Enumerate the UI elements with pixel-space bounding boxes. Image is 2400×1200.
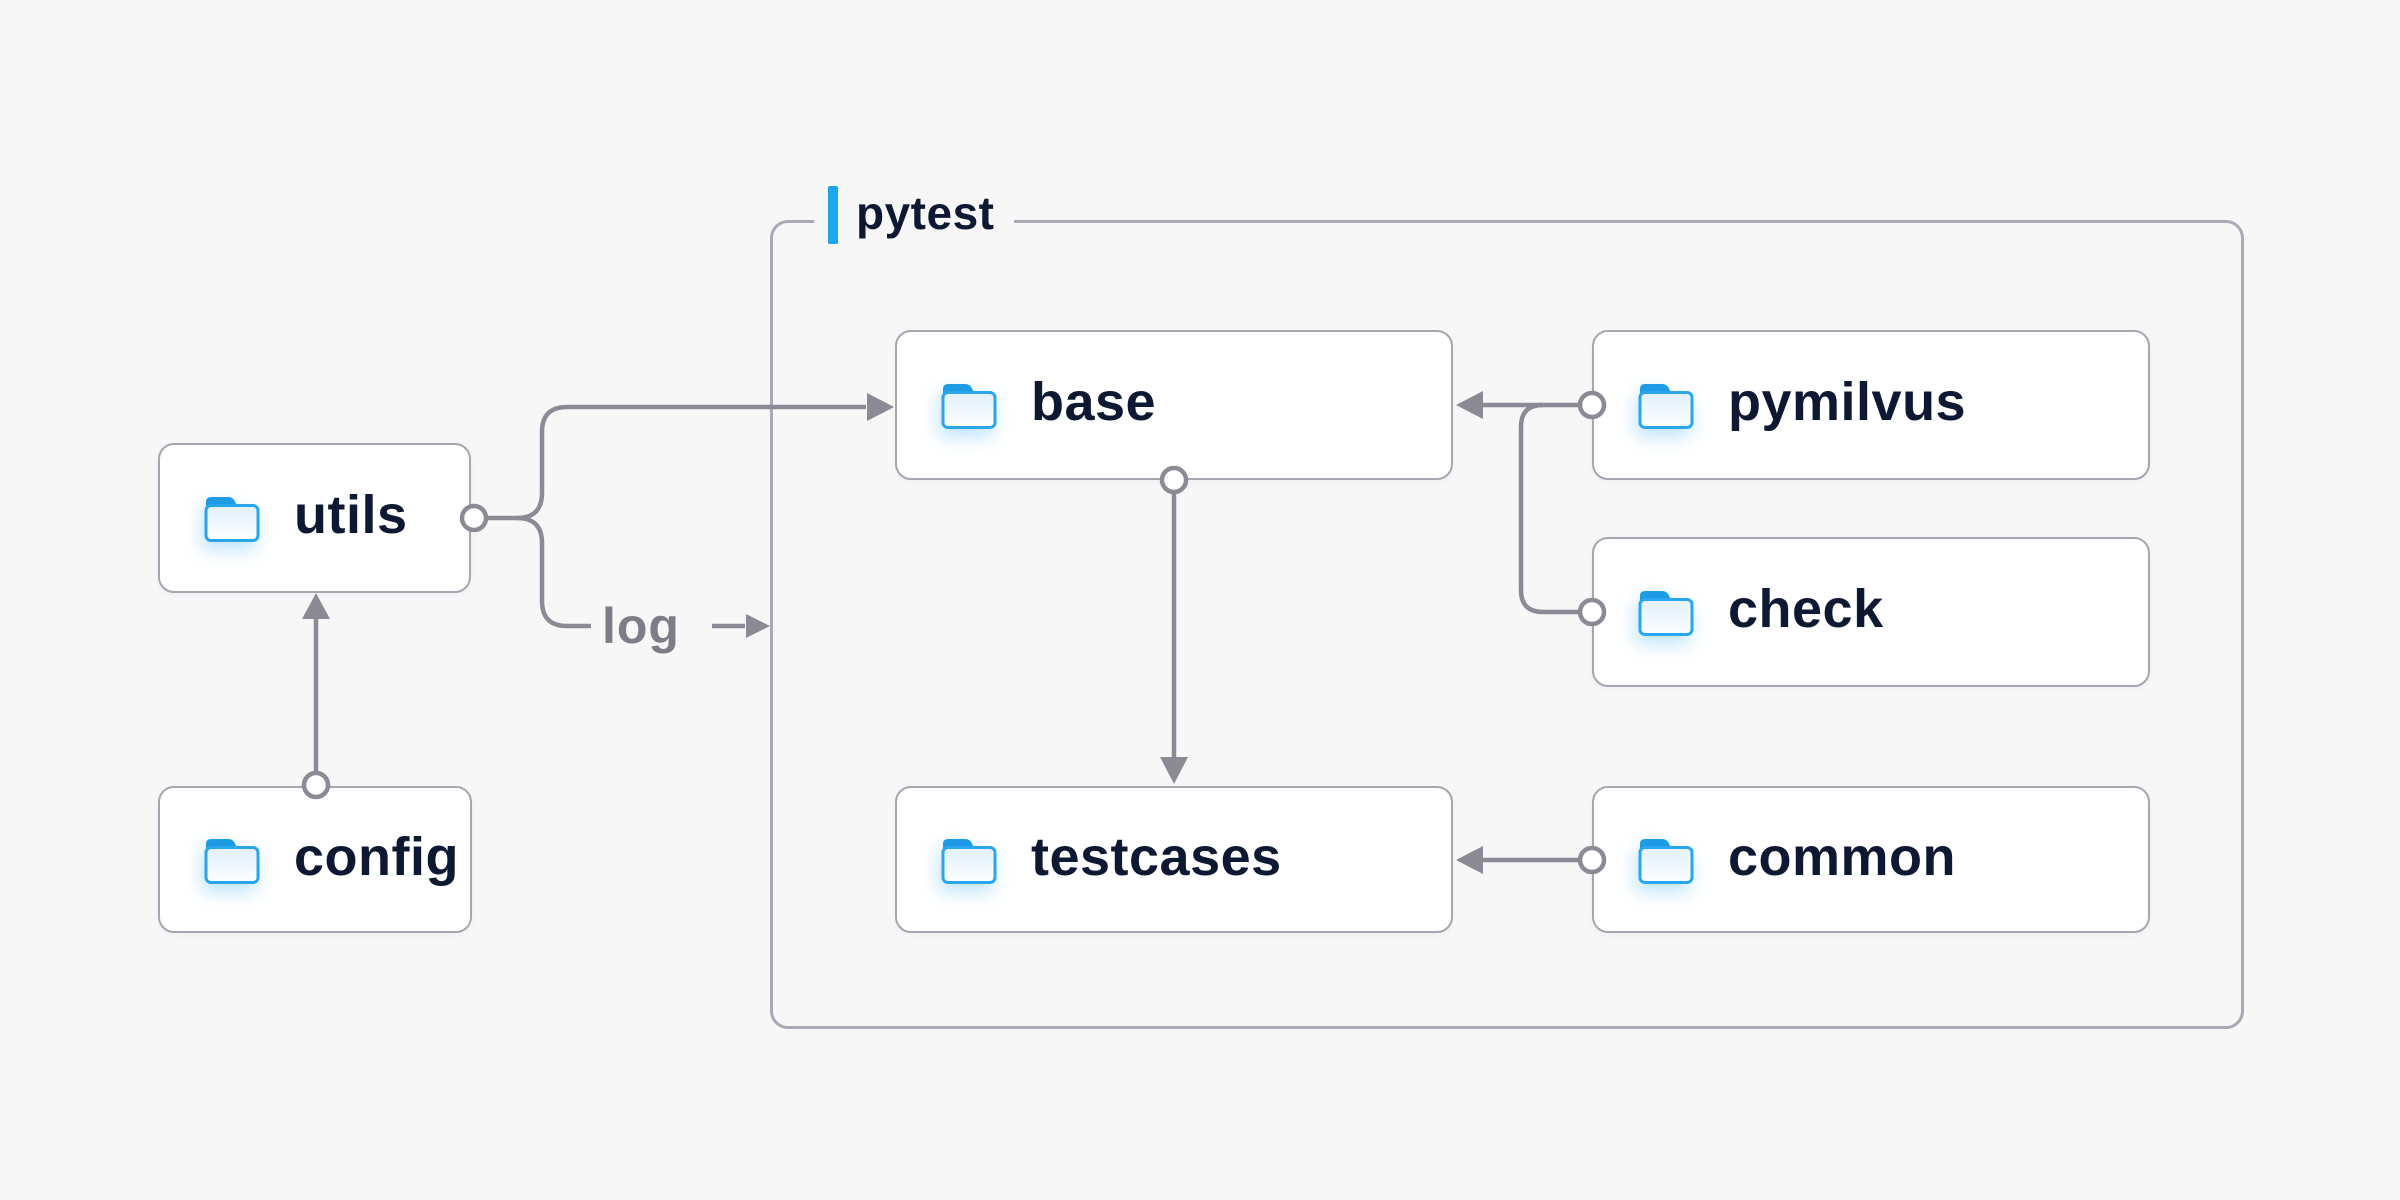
node-label: utils (294, 485, 408, 545)
node-testcases[interactable]: testcases (895, 786, 1453, 933)
pytest-group-container (770, 220, 2244, 1029)
folder-icon (204, 838, 260, 884)
folder-icon (1638, 838, 1694, 884)
folder-icon (941, 838, 997, 884)
node-label: testcases (1031, 826, 1282, 887)
pytest-group-label: pytest (814, 186, 1015, 244)
node-config[interactable]: config (158, 786, 472, 933)
node-pymilvus[interactable]: pymilvus (1592, 330, 2150, 480)
folder-icon (1638, 384, 1694, 429)
node-label: pymilvus (1728, 372, 1967, 432)
node-label: base (1031, 372, 1157, 432)
node-base[interactable]: base (895, 330, 1453, 480)
folder-icon (1638, 591, 1694, 636)
folder-icon (941, 384, 997, 429)
node-common[interactable]: common (1592, 786, 2150, 933)
node-label: check (1728, 579, 1884, 639)
edge-config-utils (301, 593, 331, 800)
edge-label-log: log (602, 598, 680, 654)
node-check[interactable]: check (1592, 537, 2150, 687)
folder-icon (204, 497, 260, 542)
node-utils[interactable]: utils (158, 443, 471, 593)
node-label: config (294, 826, 459, 887)
node-label: common (1728, 826, 1957, 887)
accent-bar-icon (828, 186, 838, 244)
group-title: pytest (856, 187, 995, 239)
